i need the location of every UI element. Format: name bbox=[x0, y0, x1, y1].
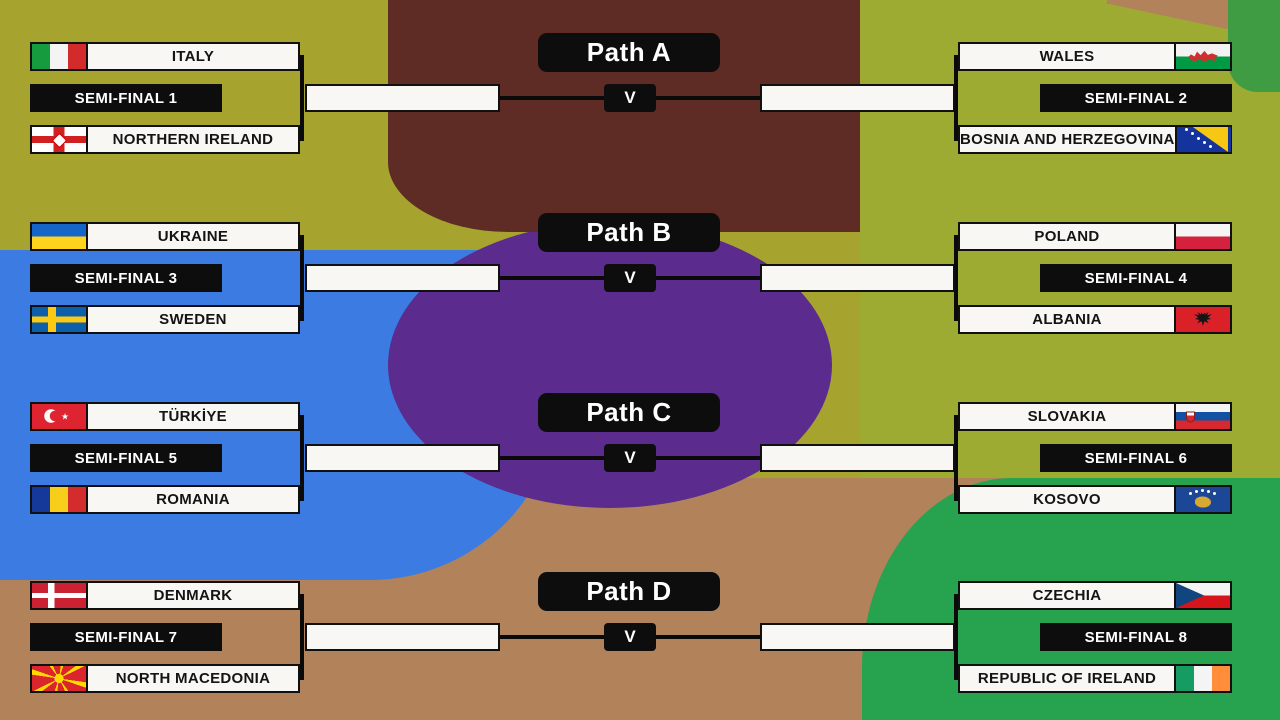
italy-flag-icon bbox=[32, 44, 88, 69]
winner-slot-semifinal-5 bbox=[305, 444, 500, 472]
team-box-wales: WALES bbox=[958, 42, 1232, 71]
team-box-northern-ireland: NORTHERN IRELAND bbox=[30, 125, 300, 154]
path-b-group: UKRAINE SEMI-FINAL 3 SWEDEN Path B V POL… bbox=[0, 213, 1280, 342]
path-a-group: ITALY SEMI-FINAL 1 NORTHERN IRELAND Path… bbox=[0, 33, 1280, 162]
romania-flag-icon bbox=[32, 487, 88, 512]
bracket-line bbox=[300, 415, 304, 501]
versus-box-path-b: V bbox=[604, 264, 656, 292]
team-name: REPUBLIC OF IRELAND bbox=[977, 670, 1157, 687]
bracket-line bbox=[300, 594, 304, 680]
team-box-italy: ITALY bbox=[30, 42, 300, 71]
winner-slot-semifinal-8 bbox=[760, 623, 955, 651]
northern-ireland-flag-icon bbox=[32, 127, 88, 152]
poland-flag-icon bbox=[1174, 224, 1230, 249]
semifinal-4-label: SEMI-FINAL 4 bbox=[1040, 264, 1232, 292]
versus-box-path-a: V bbox=[604, 84, 656, 112]
ukraine-flag-icon bbox=[32, 224, 88, 249]
team-name: DENMARK bbox=[153, 587, 233, 604]
bracket-line bbox=[300, 235, 304, 321]
team-name: WALES bbox=[1039, 48, 1095, 65]
bracket-line bbox=[300, 55, 304, 141]
team-box-poland: POLAND bbox=[958, 222, 1232, 251]
team-name: BOSNIA AND HERZEGOVINA bbox=[960, 131, 1175, 148]
kosovo-flag-icon bbox=[1174, 487, 1230, 512]
team-name: CZECHIA bbox=[1032, 587, 1102, 604]
team-name: ALBANIA bbox=[1032, 311, 1102, 328]
bracket-line bbox=[498, 96, 606, 100]
semifinal-7-label: SEMI-FINAL 7 bbox=[30, 623, 222, 651]
path-b-label: Path B bbox=[538, 213, 720, 252]
team-name: TÜRKİYE bbox=[159, 408, 227, 425]
team-box-slovakia: SLOVAKIA bbox=[958, 402, 1232, 431]
wales-flag-icon bbox=[1174, 44, 1230, 69]
team-box-kosovo: KOSOVO bbox=[958, 485, 1232, 514]
background-green-top-right bbox=[1228, 0, 1280, 92]
north-macedonia-flag-icon bbox=[32, 666, 88, 691]
path-d-group: DENMARK SEMI-FINAL 7 NORTH MACEDONIA Pat… bbox=[0, 572, 1280, 701]
path-a-label: Path A bbox=[538, 33, 720, 72]
bracket-line bbox=[954, 415, 958, 501]
czechia-flag-icon bbox=[1174, 583, 1230, 608]
team-box-sweden: SWEDEN bbox=[30, 305, 300, 334]
winner-slot-semifinal-6 bbox=[760, 444, 955, 472]
path-c-label: Path C bbox=[538, 393, 720, 432]
team-name: SLOVAKIA bbox=[1027, 408, 1107, 425]
bracket-line bbox=[654, 96, 762, 100]
denmark-flag-icon bbox=[32, 583, 88, 608]
turkiye-flag-icon bbox=[32, 404, 88, 429]
semifinal-1-label: SEMI-FINAL 1 bbox=[30, 84, 222, 112]
bracket-line bbox=[954, 235, 958, 321]
team-name: POLAND bbox=[1034, 228, 1100, 245]
winner-slot-semifinal-7 bbox=[305, 623, 500, 651]
team-box-ukraine: UKRAINE bbox=[30, 222, 300, 251]
semifinal-3-label: SEMI-FINAL 3 bbox=[30, 264, 222, 292]
semifinal-6-label: SEMI-FINAL 6 bbox=[1040, 444, 1232, 472]
team-name: UKRAINE bbox=[157, 228, 229, 245]
bosnia-herzegovina-flag-icon bbox=[1174, 127, 1231, 152]
winner-slot-semifinal-2 bbox=[760, 84, 955, 112]
albania-flag-icon bbox=[1174, 307, 1230, 332]
team-box-north-macedonia: NORTH MACEDONIA bbox=[30, 664, 300, 693]
semifinal-8-label: SEMI-FINAL 8 bbox=[1040, 623, 1232, 651]
winner-slot-semifinal-4 bbox=[760, 264, 955, 292]
bracket-line bbox=[498, 276, 606, 280]
team-name: KOSOVO bbox=[1033, 491, 1101, 508]
team-box-romania: ROMANIA bbox=[30, 485, 300, 514]
bracket-line bbox=[498, 635, 606, 639]
path-c-group: TÜRKİYE SEMI-FINAL 5 ROMANIA Path C V SL… bbox=[0, 393, 1280, 522]
bracket-line bbox=[954, 594, 958, 680]
team-name: SWEDEN bbox=[159, 311, 227, 328]
bracket-line bbox=[954, 55, 958, 141]
winner-slot-semifinal-1 bbox=[305, 84, 500, 112]
semifinal-5-label: SEMI-FINAL 5 bbox=[30, 444, 222, 472]
bracket-line bbox=[498, 456, 606, 460]
versus-box-path-c: V bbox=[604, 444, 656, 472]
team-name: ROMANIA bbox=[156, 491, 230, 508]
path-d-label: Path D bbox=[538, 572, 720, 611]
team-box-denmark: DENMARK bbox=[30, 581, 300, 610]
team-box-republic-of-ireland: REPUBLIC OF IRELAND bbox=[958, 664, 1232, 693]
team-name: ITALY bbox=[171, 48, 215, 65]
team-name: NORTHERN IRELAND bbox=[112, 131, 274, 148]
team-box-albania: ALBANIA bbox=[958, 305, 1232, 334]
slovakia-flag-icon bbox=[1174, 404, 1230, 429]
versus-box-path-d: V bbox=[604, 623, 656, 651]
semifinal-2-label: SEMI-FINAL 2 bbox=[1040, 84, 1232, 112]
winner-slot-semifinal-3 bbox=[305, 264, 500, 292]
bracket-line bbox=[654, 635, 762, 639]
team-box-czechia: CZECHIA bbox=[958, 581, 1232, 610]
team-box-turkiye: TÜRKİYE bbox=[30, 402, 300, 431]
sweden-flag-icon bbox=[32, 307, 88, 332]
ireland-flag-icon bbox=[1174, 666, 1230, 691]
team-name: NORTH MACEDONIA bbox=[115, 670, 271, 687]
team-box-bosnia-herzegovina: BOSNIA AND HERZEGOVINA bbox=[958, 125, 1232, 154]
bracket-line bbox=[654, 456, 762, 460]
bracket-line bbox=[654, 276, 762, 280]
